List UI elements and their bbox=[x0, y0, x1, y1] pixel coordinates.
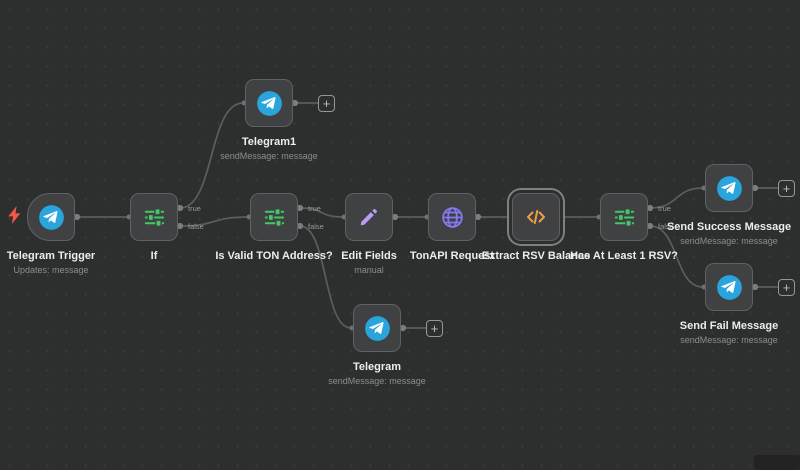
output-port[interactable] bbox=[558, 213, 566, 221]
output-port[interactable] bbox=[296, 222, 304, 230]
node-label: Telegram bbox=[352, 361, 402, 373]
connection-wire[interactable] bbox=[179, 216, 249, 227]
connection-wire[interactable] bbox=[299, 207, 344, 218]
output-port-label: true bbox=[308, 204, 321, 213]
add-node-button[interactable]: + bbox=[778, 278, 795, 296]
node-label: Is Valid TON Address? bbox=[215, 250, 333, 262]
code-icon bbox=[524, 205, 548, 229]
node-has-at-least-1-rsv[interactable]: Has At Least 1 RSV? true false bbox=[570, 193, 678, 262]
output-port[interactable] bbox=[391, 213, 399, 221]
node-label: If bbox=[150, 250, 158, 262]
output-port[interactable] bbox=[646, 222, 654, 230]
add-node-button[interactable]: + bbox=[426, 319, 443, 337]
node-tonapi-request[interactable]: TonAPI Request bbox=[410, 193, 494, 262]
node-label: Send Fail Message bbox=[679, 320, 779, 332]
connection-wire[interactable] bbox=[649, 187, 704, 209]
node-send-success-message[interactable]: Send Success Message sendMessage: message… bbox=[667, 164, 795, 246]
output-port[interactable] bbox=[399, 324, 407, 332]
output-port[interactable] bbox=[751, 283, 759, 291]
node-sublabel: manual bbox=[354, 265, 384, 275]
node-body[interactable] bbox=[428, 193, 476, 241]
node-telegram[interactable]: Telegram sendMessage: message + bbox=[328, 304, 443, 386]
output-port[interactable] bbox=[176, 222, 184, 230]
node-sublabel: sendMessage: message bbox=[680, 236, 778, 246]
node-is-valid-ton-address[interactable]: Is Valid TON Address? true false bbox=[215, 193, 333, 262]
node-sublabel: Updates: message bbox=[13, 265, 89, 275]
node-label: Has At Least 1 RSV? bbox=[570, 250, 678, 262]
telegram-icon bbox=[364, 315, 391, 342]
node-label: Telegram Trigger bbox=[6, 250, 96, 262]
node-body[interactable] bbox=[353, 304, 401, 352]
output-port-label: false bbox=[188, 222, 204, 231]
node-edit-fields[interactable]: Edit Fields manual bbox=[341, 193, 397, 275]
node-label: Edit Fields bbox=[341, 250, 397, 262]
connection-wire[interactable] bbox=[299, 225, 352, 329]
node-body[interactable] bbox=[600, 193, 648, 241]
filter-branch-icon bbox=[263, 206, 286, 229]
node-body[interactable] bbox=[345, 193, 393, 241]
telegram-icon bbox=[716, 175, 743, 202]
node-label: Send Success Message bbox=[666, 221, 792, 233]
output-port[interactable] bbox=[176, 204, 184, 212]
filter-branch-icon bbox=[143, 206, 166, 229]
node-body[interactable] bbox=[27, 193, 75, 241]
node-label: Extract RSV Balance bbox=[481, 250, 591, 262]
output-port-label: false bbox=[658, 222, 674, 231]
telegram-icon bbox=[716, 274, 743, 301]
node-telegram1[interactable]: Telegram1 sendMessage: message + bbox=[220, 79, 335, 161]
node-label: TonAPI Request bbox=[409, 250, 495, 262]
node-body[interactable] bbox=[250, 193, 298, 241]
node-body[interactable] bbox=[705, 263, 753, 311]
add-node-button[interactable]: + bbox=[318, 94, 335, 112]
lightning-bolt-icon bbox=[8, 206, 22, 229]
node-label: Telegram1 bbox=[241, 136, 297, 148]
node-body[interactable] bbox=[130, 193, 178, 241]
node-body[interactable] bbox=[245, 79, 293, 127]
output-port[interactable] bbox=[751, 184, 759, 192]
node-sublabel: sendMessage: message bbox=[220, 151, 318, 161]
node-body[interactable] bbox=[705, 164, 753, 212]
node-body[interactable] bbox=[512, 193, 560, 241]
output-port[interactable] bbox=[291, 99, 299, 107]
node-extract-rsv-balance[interactable]: Extract RSV Balance bbox=[482, 193, 590, 262]
output-port-label: true bbox=[658, 204, 671, 213]
node-send-fail-message[interactable]: Send Fail Message sendMessage: message + bbox=[680, 263, 795, 345]
filter-branch-icon bbox=[613, 206, 636, 229]
add-node-button[interactable]: + bbox=[778, 179, 795, 197]
output-port[interactable] bbox=[646, 204, 654, 212]
output-port-label: true bbox=[188, 204, 201, 213]
output-port[interactable] bbox=[474, 213, 482, 221]
pencil-icon bbox=[358, 206, 380, 228]
telegram-icon bbox=[38, 204, 65, 231]
output-port[interactable] bbox=[73, 213, 81, 221]
output-port[interactable] bbox=[296, 204, 304, 212]
connection-wire[interactable] bbox=[179, 102, 244, 209]
node-sublabel: sendMessage: message bbox=[680, 335, 778, 345]
output-port-label: false bbox=[308, 222, 324, 231]
node-if[interactable]: If true false bbox=[130, 193, 204, 262]
node-sublabel: sendMessage: message bbox=[328, 376, 426, 386]
bottom-right-panel bbox=[754, 455, 800, 470]
globe-icon bbox=[440, 205, 465, 230]
telegram-icon bbox=[256, 90, 283, 117]
connection-wire[interactable] bbox=[649, 225, 704, 288]
